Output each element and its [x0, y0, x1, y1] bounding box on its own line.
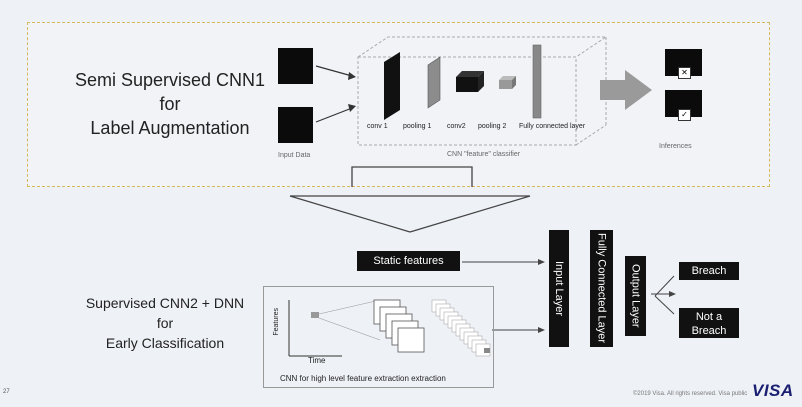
input-layer: Input Layer	[549, 230, 569, 347]
output-layer: Output Layer	[625, 256, 646, 336]
input-image-2	[278, 107, 313, 143]
layer-label-conv2: conv2	[447, 123, 466, 130]
layer-label-conv1: conv 1	[367, 123, 388, 130]
cnn2-title: Supervised CNN2 + DNN for Early Classifi…	[55, 293, 275, 353]
copyright-text: ©2019 Visa. All rights reserved. Visa pu…	[633, 391, 748, 397]
input-image-1	[278, 48, 313, 84]
layer-label-fc: Fully connected layer	[519, 123, 586, 130]
cnn1-title-line: for	[159, 94, 181, 114]
breach-box: Breach	[679, 262, 739, 280]
cnn2-title-line: for	[156, 315, 174, 331]
axis-features-label: Features	[273, 308, 280, 336]
fully-connected-layer: Fully Connected Layer	[590, 230, 613, 347]
inferences-label: Inferences	[659, 143, 692, 150]
input-data-label: Input Data	[278, 152, 311, 159]
layer-label-pooling2: pooling 2	[478, 123, 507, 130]
layer-label-pooling1: pooling 1	[403, 123, 432, 130]
cnn1-title-line: Semi Supervised CNN1	[74, 70, 266, 90]
classifier-label: CNN "feature" classifier	[447, 151, 521, 158]
fully-connected-layer-label: Fully Connected Layer	[595, 233, 608, 344]
cnn2-caption: CNN for high level feature extraction ex…	[280, 374, 446, 383]
check-icon: ✓	[678, 109, 691, 121]
visa-logo: VISA	[752, 381, 794, 400]
output-layer-label: Output Layer	[629, 264, 642, 328]
cnn2-title-line: Supervised CNN2 + DNN	[85, 295, 245, 311]
page-number: 27	[3, 389, 10, 395]
cnn1-title: Semi Supervised CNN1 for Label Augmentat…	[60, 68, 280, 140]
cnn2-extraction-box	[263, 286, 494, 388]
cnn1-title-line: Label Augmentation	[90, 118, 250, 138]
static-features-box: Static features	[357, 251, 460, 271]
axis-time-label: Time	[308, 356, 326, 365]
cnn2-title-line: Early Classification	[105, 335, 225, 351]
not-breach-box: Not a Breach	[679, 308, 739, 338]
input-layer-label: Input Layer	[553, 260, 565, 317]
cross-icon: ✕	[678, 67, 691, 79]
